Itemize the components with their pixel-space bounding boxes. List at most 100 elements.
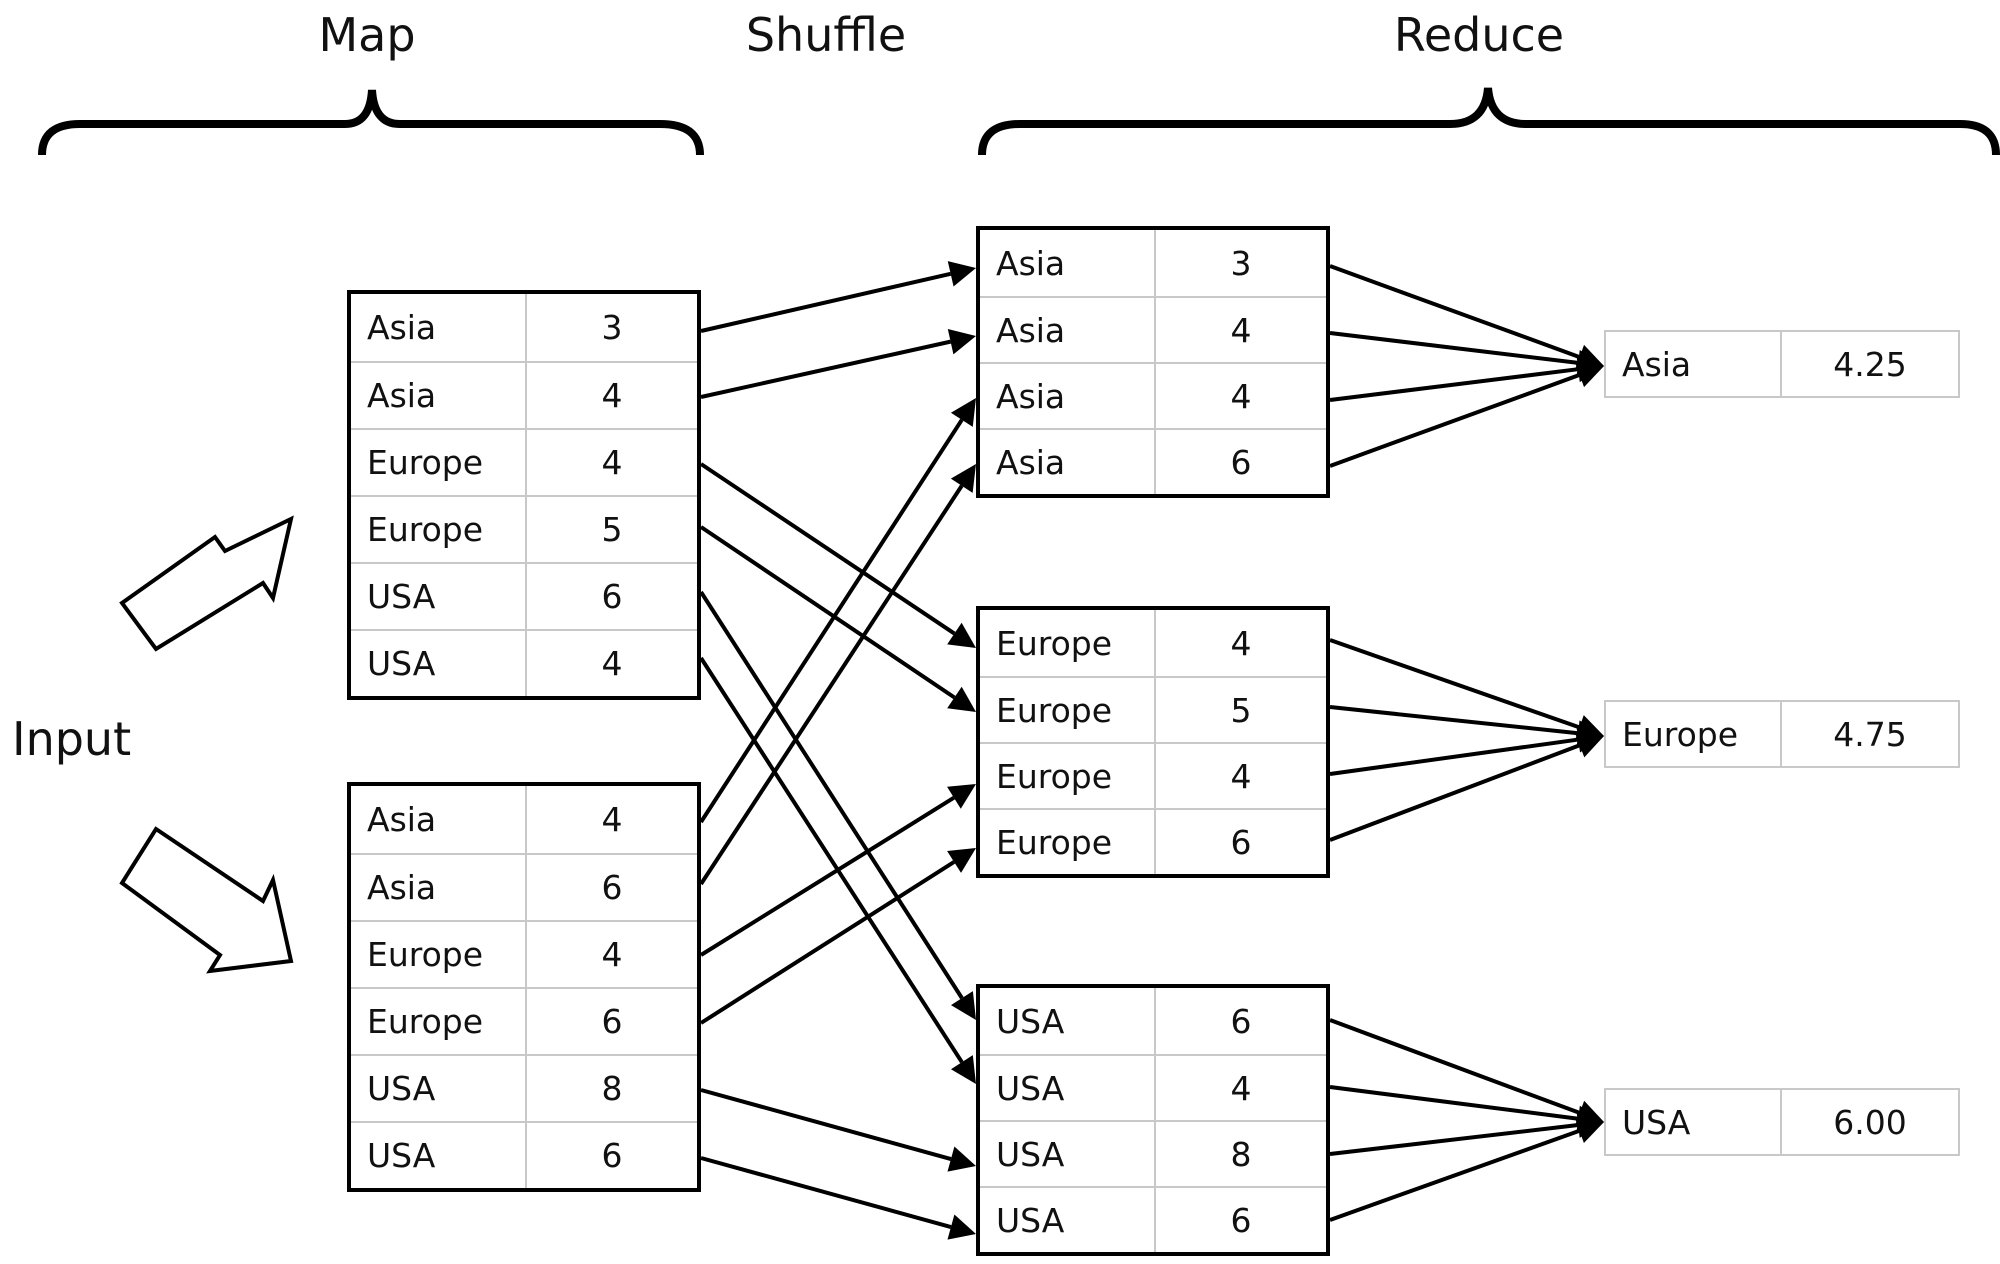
- row-value: 8: [601, 1069, 623, 1108]
- shuffle-arrow-7: [699, 418, 964, 824]
- result-value: 6.00: [1833, 1102, 1907, 1142]
- result-value: 4.25: [1833, 344, 1907, 384]
- row-key: Europe: [351, 497, 527, 562]
- row-value: 4: [1230, 310, 1252, 350]
- map-brace: [38, 89, 704, 156]
- row-value: 4: [1230, 1068, 1252, 1108]
- result-row: Asia 4.25: [1606, 332, 1958, 396]
- row-key: USA: [980, 1056, 1156, 1120]
- table-row: Asia 6: [980, 428, 1326, 494]
- shuffle-arrow-10-head: [947, 848, 976, 873]
- result-key: Asia: [1606, 332, 1782, 396]
- shuffle-arrow-9: [699, 796, 955, 957]
- row-key: Asia: [980, 298, 1156, 362]
- row-value: 6: [1230, 822, 1252, 862]
- shuffle-arrow-7-head: [950, 398, 976, 427]
- row-value: 3: [601, 308, 623, 347]
- reduce-brace: [978, 87, 2000, 156]
- row-value: 4: [601, 800, 623, 839]
- shuffle-arrow-6-head: [950, 1055, 976, 1084]
- row-value: 4: [1230, 376, 1252, 416]
- row-value: 3: [1230, 243, 1252, 283]
- row-key: Asia: [980, 430, 1156, 494]
- row-key: Asia: [351, 786, 527, 853]
- shuffle-arrow-12-head: [947, 1214, 976, 1240]
- row-key: USA: [980, 1188, 1156, 1252]
- row-key: USA: [351, 1056, 527, 1121]
- reduce-arrow-usa-4-head: [1575, 1118, 1604, 1143]
- row-key: USA: [351, 1123, 527, 1188]
- row-value: 6: [1230, 442, 1252, 482]
- reduce-arrow-europe-4: [1329, 743, 1581, 842]
- shuffle-arrow-4-head: [947, 686, 976, 712]
- table-row: Asia 4: [351, 786, 697, 853]
- table-row: USA 6: [351, 1121, 697, 1188]
- row-key: Europe: [980, 678, 1156, 742]
- row-value: 8: [1230, 1134, 1252, 1174]
- shuffle-arrow-11-head: [947, 1146, 976, 1172]
- shuffle-arrow-12: [700, 1156, 952, 1230]
- table-row: Europe 4: [980, 742, 1326, 808]
- table-row: USA 8: [351, 1054, 697, 1121]
- row-value: 4: [601, 376, 623, 415]
- input-arrow-up: [119, 515, 294, 652]
- row-key: USA: [980, 988, 1156, 1054]
- shuffle-arrow-6: [699, 656, 964, 1064]
- table-row: USA 6: [980, 988, 1326, 1054]
- row-key: Europe: [351, 430, 527, 495]
- shuffle-arrow-3: [699, 462, 956, 636]
- row-value: 4: [601, 935, 623, 974]
- table-row: USA 4: [980, 1054, 1326, 1120]
- row-value: 5: [1230, 690, 1252, 730]
- table-row: Europe 5: [351, 495, 697, 562]
- table-row: USA 4: [351, 629, 697, 696]
- reduce-arrow-europe-3: [1329, 737, 1579, 776]
- row-value: 6: [601, 1136, 623, 1175]
- row-key: USA: [351, 564, 527, 629]
- row-value: 5: [601, 510, 623, 549]
- shuffle-arrow-10: [699, 860, 956, 1025]
- shuffle-arrow-2-head: [947, 328, 976, 355]
- reduce-arrow-europe-2: [1329, 705, 1579, 736]
- result-key: USA: [1606, 1090, 1782, 1154]
- shuffle-arrow-5-head: [951, 991, 976, 1020]
- shuffle-arrow-2: [700, 339, 952, 399]
- row-value: 4: [1230, 623, 1252, 663]
- row-key: Europe: [980, 744, 1156, 808]
- row-key: Europe: [351, 922, 527, 987]
- row-value: 6: [1230, 1200, 1252, 1240]
- row-value: 6: [1230, 1001, 1252, 1041]
- row-key: USA: [980, 1122, 1156, 1186]
- row-value: 4: [1230, 756, 1252, 796]
- reduce-arrow-asia-4: [1329, 373, 1581, 468]
- row-key: USA: [351, 631, 527, 696]
- row-key: Asia: [980, 364, 1156, 428]
- table-row: USA 6: [351, 562, 697, 629]
- reduce-arrow-usa-4: [1329, 1128, 1581, 1222]
- map-stage-label: Map: [318, 8, 416, 62]
- shuffle-arrow-8-head: [950, 464, 976, 493]
- result-key: Europe: [1606, 702, 1782, 766]
- reduce-stage-label: Reduce: [1393, 8, 1565, 62]
- reduce-result-usa: USA 6.00: [1604, 1088, 1960, 1156]
- result-row: USA 6.00: [1606, 1090, 1958, 1154]
- reduce-arrow-usa-1: [1329, 1018, 1581, 1115]
- shuffle-arrow-9-head: [947, 784, 976, 809]
- row-key: Asia: [351, 363, 527, 428]
- row-key: Asia: [980, 230, 1156, 296]
- row-value: 4: [601, 644, 623, 683]
- row-value: 6: [601, 1002, 623, 1041]
- row-value: 6: [601, 577, 623, 616]
- table-row: Asia 4: [980, 296, 1326, 362]
- input-label: Input: [12, 712, 132, 766]
